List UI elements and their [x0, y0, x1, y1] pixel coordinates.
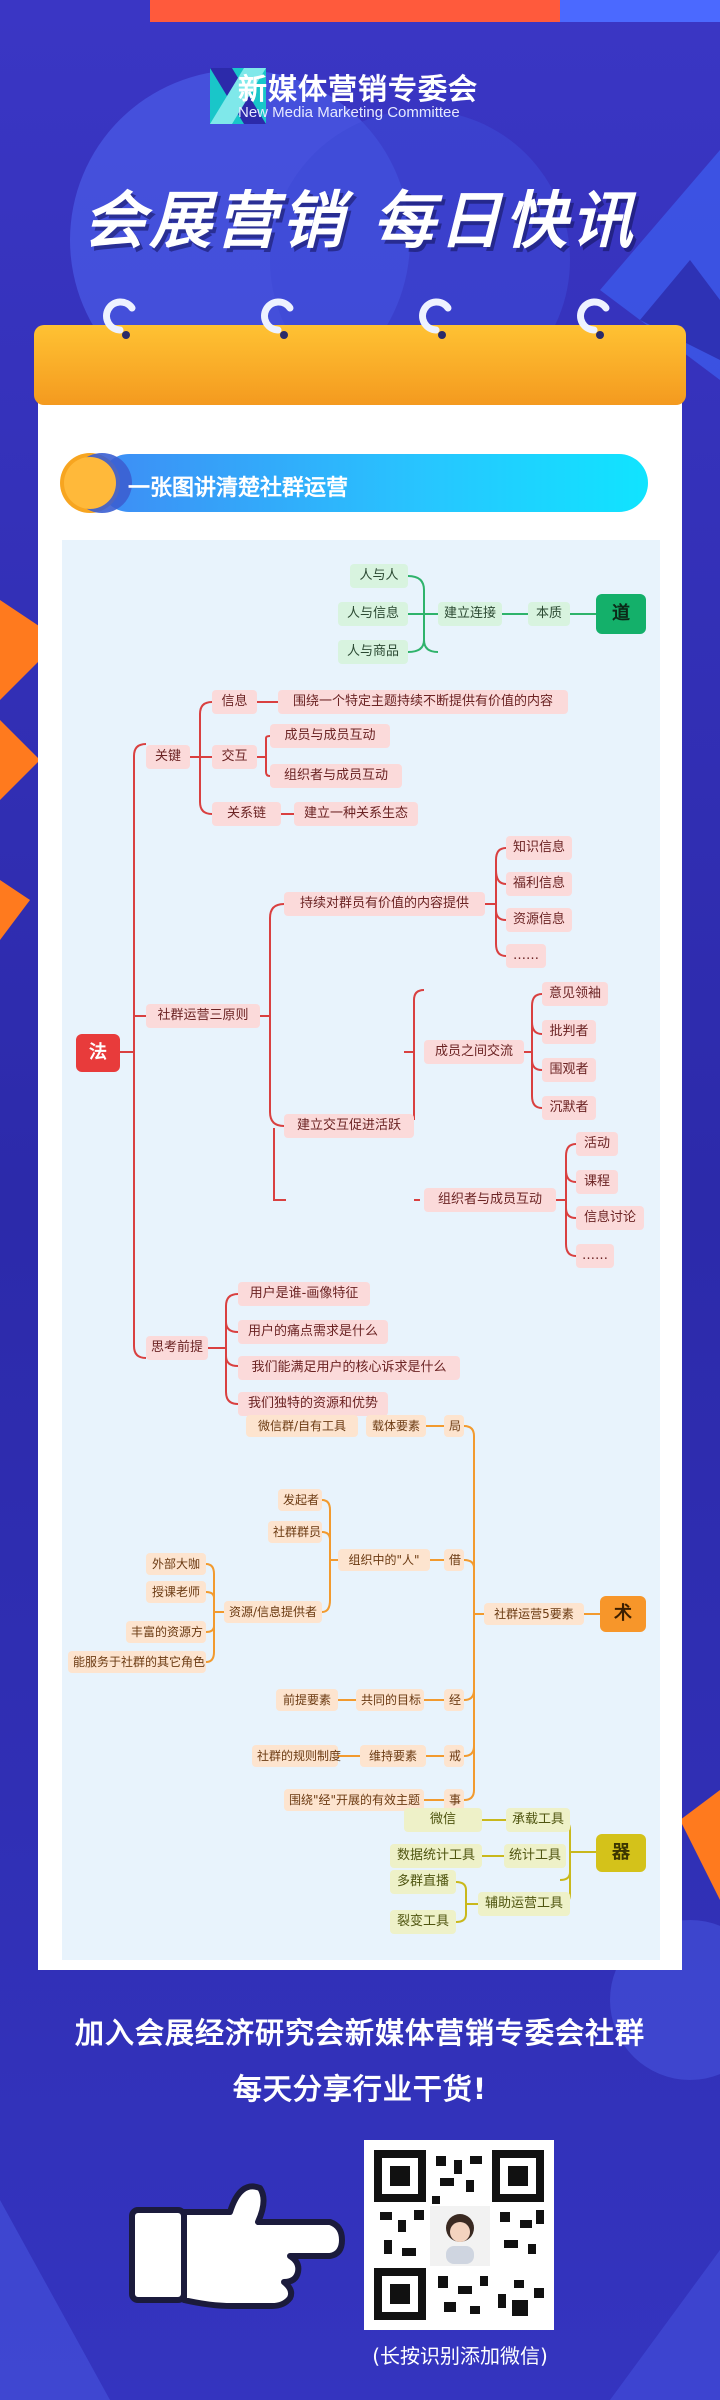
fa-premise-pain: 用户的痛点需求是什么: [238, 1320, 388, 1344]
qi-aux-live: 多群直播: [390, 1870, 456, 1894]
binder-rings-icon: [103, 298, 610, 334]
fa-premise-advantage: 我们独特的资源和优势: [238, 1392, 388, 1416]
brand-name: 新媒体营销专委会: [238, 72, 479, 106]
dao-item-info: 人与信息: [338, 602, 408, 626]
shu-jing: 经: [444, 1689, 464, 1711]
shu-resource: 资源/信息提供者: [224, 1601, 322, 1623]
fa-premise-user: 用户是谁-画像特征: [238, 1282, 370, 1306]
footer-line2: 每天分享行业干货!: [232, 2072, 488, 2106]
fa-keys-info: 信息: [212, 690, 257, 714]
shu-resource-other: 能服务于社群的其它角色: [68, 1651, 206, 1673]
fa-member-leader: 意见领袖: [542, 982, 608, 1006]
fa-organizer-discussion: 信息讨论: [576, 1206, 644, 1230]
fa-keys-relation: 关系链: [212, 802, 281, 826]
shu-resource-expert: 外部大咖: [146, 1553, 206, 1575]
qi-stats: 统计工具: [504, 1844, 566, 1868]
fa-member-onlooker: 围观者: [542, 1058, 596, 1082]
fa-member-critic: 批判者: [542, 1020, 596, 1044]
shu-premise: 前提要素: [276, 1689, 338, 1711]
logo-icon: [210, 68, 266, 124]
brand-subtitle: New Media Marketing Committee: [238, 104, 460, 121]
qr-caption: (长按识别添加微信): [372, 2344, 548, 2368]
shu-jie: 借: [444, 1549, 464, 1571]
shu-members: 社群群员: [268, 1521, 322, 1543]
dao-item-people: 人与人: [350, 564, 408, 588]
fa-keys: 关键: [146, 745, 190, 769]
fa-premise-core: 我们能满足用户的核心诉求是什么: [238, 1356, 460, 1380]
shu-rules: 社群的规则制度: [252, 1745, 341, 1767]
fa-principles-interaction: 建立交互促进活跃: [284, 1114, 414, 1138]
fa-organizer-course: 课程: [576, 1170, 618, 1194]
shu-resource-provider: 丰富的资源方: [126, 1621, 206, 1643]
fa-member-exchange: 成员之间交流: [424, 1040, 524, 1064]
footer-line1: 加入会展经济研究会新媒体营销专委会社群: [74, 2016, 645, 2050]
fa-content-resource: 资源信息: [506, 908, 572, 932]
fa-principles: 社群运营三原则: [146, 1004, 260, 1028]
mindmap-root-shu: 术: [600, 1596, 646, 1632]
fa-content-knowledge: 知识信息: [506, 836, 572, 860]
shu-carrier: 载体要素: [366, 1415, 426, 1437]
qi-aux-fission: 裂变工具: [390, 1910, 456, 1934]
fa-member-silent: 沉默者: [542, 1096, 596, 1120]
shu-resource-teacher: 授课老师: [146, 1581, 206, 1603]
qr-code-icon: [364, 2140, 554, 2330]
fa-interact-organizer: 组织者与成员互动: [270, 764, 402, 788]
dao-link: 建立连接: [438, 602, 502, 626]
shu-goal: 共同的目标: [356, 1689, 424, 1711]
qi-carrier: 承载工具: [506, 1808, 570, 1832]
dao-essence: 本质: [528, 602, 570, 626]
qi-wechat: 微信: [404, 1808, 482, 1832]
pointing-hand-icon: [129, 2183, 345, 2309]
shu-initiator: 发起者: [278, 1489, 322, 1511]
shu-rong: 戒: [444, 1745, 464, 1767]
shu-topic: 围绕"经"开展的有效主题: [284, 1789, 424, 1811]
shu-org: 组织中的"人": [338, 1549, 430, 1571]
mindmap-root-fa: 法: [76, 1034, 120, 1072]
mindmap-root-dao: 道: [596, 594, 646, 634]
shu-tool-src: 微信群/自有工具: [246, 1415, 358, 1437]
shu-ju: 局: [444, 1415, 464, 1437]
card-title: 一张图讲清楚社群运营: [128, 476, 349, 501]
headline: 会展营销 每日快讯: [83, 184, 637, 257]
fa-interact-member: 成员与成员互动: [270, 724, 390, 748]
shu-shi: 事: [444, 1789, 464, 1811]
fa-content-welfare: 福利信息: [506, 872, 572, 896]
fa-premise: 思考前提: [146, 1336, 208, 1360]
dao-item-goods: 人与商品: [338, 640, 408, 664]
shu-center: 社群运营5要素: [484, 1603, 584, 1625]
fa-organizer-interact: 组织者与成员互动: [424, 1188, 556, 1212]
fa-organizer-activity: 活动: [576, 1132, 618, 1156]
fa-keys-info-desc: 围绕一个特定主题持续不断提供有价值的内容: [278, 690, 568, 714]
fa-organizer-more: ……: [576, 1244, 614, 1268]
mindmap-root-qi: 器: [596, 1834, 646, 1872]
fa-content-more: ……: [506, 944, 546, 968]
fa-keys-interact: 交互: [212, 745, 257, 769]
fa-keys-relation-desc: 建立一种关系生态: [294, 802, 418, 826]
fa-principles-content: 持续对群员有价值的内容提供: [284, 892, 485, 916]
qi-aux: 辅助运营工具: [478, 1892, 570, 1916]
shu-maintain: 维持要素: [360, 1745, 426, 1767]
qi-stats-tool: 数据统计工具: [390, 1844, 482, 1868]
